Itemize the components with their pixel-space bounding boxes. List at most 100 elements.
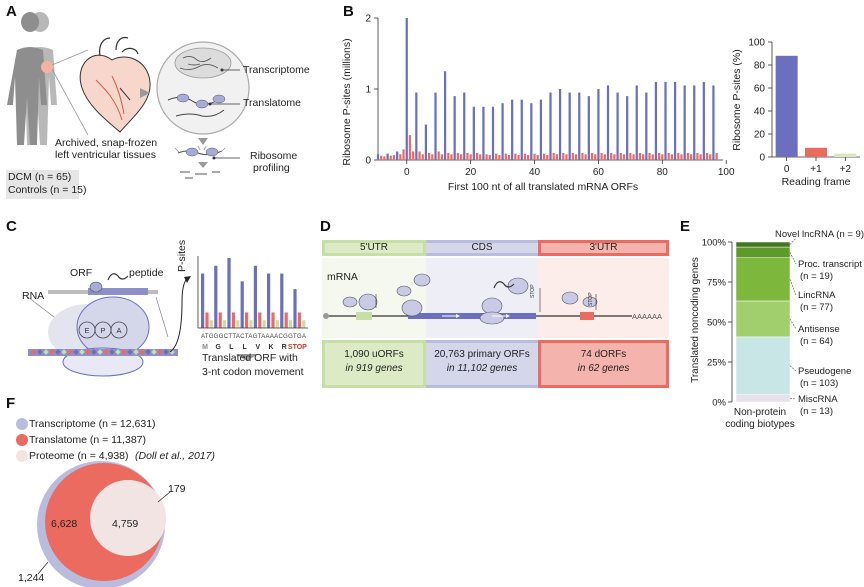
psite-bar [600, 152, 603, 160]
a-site [110, 321, 128, 339]
p-site-label: P [100, 326, 105, 335]
y-tick-label: 2 [365, 14, 371, 25]
psite-bar [440, 154, 444, 160]
psite-bar [594, 154, 597, 160]
codon-psite-bar [209, 320, 213, 328]
y-tick-label: 1 [365, 85, 371, 96]
psite-bar [565, 154, 568, 160]
cohort-box [6, 170, 79, 199]
human-silhouette-icon [7, 12, 57, 146]
y-tick-label: 100 [748, 38, 765, 49]
reading-frame-bar [775, 55, 798, 157]
y-tick-label: 75% [707, 278, 727, 289]
codon-sequence: ATGGGCTTACTAGTAAAACGGTGA [201, 334, 306, 340]
arrow-to-chart [169, 277, 189, 353]
reading-frame-ylabel: Ribosome P-sites (%) [731, 49, 743, 151]
biotype-label: LincRNA [798, 290, 836, 301]
nucleotide-mark [139, 349, 145, 355]
psite-bar [581, 152, 584, 160]
y-tick-label: 60 [754, 84, 766, 95]
psite-bar [530, 103, 533, 160]
codon-psite-bar [245, 312, 249, 328]
amino-acid-label: V [255, 344, 260, 351]
psite-bar [689, 154, 693, 160]
psite-bar [667, 152, 670, 160]
ribosome-profiling-label-1: Ribosome [250, 150, 298, 162]
psite-bar [469, 154, 472, 160]
psite-bar [447, 152, 450, 160]
y-tick-label: 20 [754, 130, 766, 141]
biotype-segment [735, 241, 791, 248]
ribosome-icon [89, 281, 103, 293]
codon-psite-bar [249, 320, 253, 328]
codon-psite-bar [267, 273, 271, 328]
a-site-label: A [116, 326, 121, 335]
codon-psite-bar [236, 320, 240, 328]
psite-bar [619, 152, 622, 160]
primary-genes: in 11,102 genes [446, 363, 518, 374]
codon-psite-bar [280, 273, 284, 328]
amino-acid-label: STOP [288, 344, 307, 351]
panel-letter-a: A [6, 3, 17, 20]
psite-bar [466, 152, 469, 160]
utr3-region [538, 258, 669, 338]
psite-bar [453, 96, 456, 160]
dorfs-genes: in 62 genes [577, 363, 630, 374]
translatome-label: Translatome [243, 97, 301, 109]
codon-psite-bar [205, 312, 209, 328]
psite-bar [702, 81, 705, 160]
caption-line-2: 3-nt codon movement [202, 366, 304, 378]
psite-bar [491, 106, 495, 160]
noncoding-xlabel-2: coding biotypes [725, 419, 795, 430]
cap-icon [323, 313, 329, 319]
cds-box [408, 313, 536, 319]
tissue-label-line2: left ventricular tissues [55, 149, 156, 161]
codon-psite-bar [262, 320, 266, 328]
panel-letter-c: C [6, 218, 17, 235]
psite-bar [443, 71, 447, 160]
legend-transcriptome: Transcriptome (n = 12,631) [29, 418, 156, 430]
biotype-segment [735, 257, 791, 302]
nucleotide-mark [97, 349, 103, 355]
psite-bar [657, 152, 661, 160]
legend-dot-translatome [16, 434, 28, 446]
biotype-count: (n = 103) [800, 378, 838, 389]
uorfs-box: 1,090 uORFs in 919 genes [322, 340, 426, 388]
codon-psite-bar [223, 320, 227, 328]
panel-letter-b: B [343, 3, 354, 20]
amino-acid-label: G [215, 344, 221, 351]
dcm-count: DCM (n = 65) [8, 171, 72, 183]
codon-psite-bar [297, 312, 301, 328]
x-tick-label: 0 [784, 164, 790, 175]
biotype-label: Antisense [798, 324, 840, 335]
psite-position-xlabel: First 100 nt of all translated mRNA ORFs [448, 181, 638, 193]
psite-bar [606, 85, 610, 160]
amino-acid-label: K [268, 344, 273, 351]
psite-bar [603, 154, 606, 160]
psite-bar [638, 152, 642, 160]
e-site-label: E [84, 326, 89, 335]
codon-psite-bar [253, 265, 257, 328]
psite-bar [456, 152, 459, 160]
psite-bar [683, 85, 686, 160]
peptide-chain-icon [107, 273, 129, 281]
psite-bar [405, 18, 408, 160]
psite-bar [571, 152, 574, 160]
psite-bar [412, 151, 415, 160]
y-tick-label: 0 [365, 156, 371, 167]
psite-bar [533, 153, 536, 160]
y-tick-label: 50% [707, 318, 727, 329]
psite-bar [715, 152, 718, 160]
psite-bar [632, 154, 635, 160]
psite-bar [431, 154, 434, 160]
biotype-count: (n = 19) [800, 271, 833, 282]
psite-bar [664, 81, 667, 160]
uorfs-genes: in 919 genes [345, 363, 403, 374]
y-tick-label: 0% [712, 398, 726, 409]
psite-bar [677, 152, 680, 160]
x-tick-label: +2 [840, 164, 852, 175]
panel-letter-f: F [6, 395, 16, 412]
psite-bar [635, 85, 638, 160]
psite-bar [590, 152, 594, 160]
psite-position-ylabel: Ribosome P-sites (millions) [341, 38, 353, 165]
